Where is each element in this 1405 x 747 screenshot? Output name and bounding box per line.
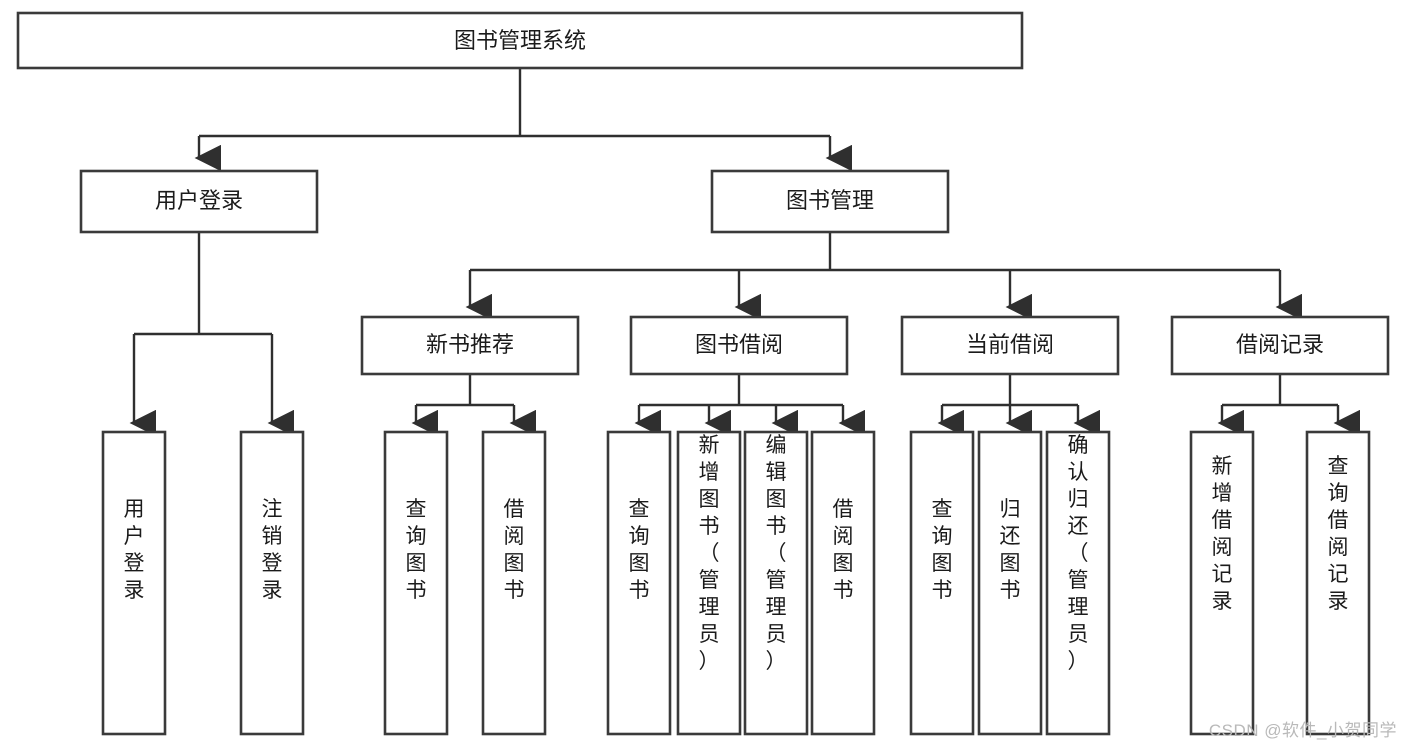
node-root[interactable]: 图书管理系统 (16, 11, 1024, 70)
node-leaf11-label: 确认归还（管理员） (1068, 434, 1089, 673)
node-records-box[interactable] (1170, 315, 1390, 376)
node-leaf13-label: 查询借阅记录 (1328, 455, 1349, 613)
node-records[interactable]: 借阅记录 (1170, 315, 1390, 376)
node-root-box[interactable] (16, 11, 1024, 70)
node-newbook-box[interactable] (360, 315, 580, 376)
node-bookmgmt[interactable]: 图书管理 (710, 169, 950, 234)
node-newbook-label: 新书推荐 (426, 332, 514, 357)
connector-group (129, 68, 1360, 437)
node-bookmgmt-label: 图书管理 (786, 188, 874, 213)
node-leaf3[interactable]: 查询图书 (383, 430, 449, 736)
node-leaf11[interactable]: 确认归还（管理员） (1045, 430, 1111, 736)
node-leaf5[interactable]: 查询图书 (606, 430, 672, 736)
node-leaf8[interactable]: 借阅图书 (810, 430, 876, 736)
node-leaf7-box[interactable] (743, 430, 809, 736)
node-leaf8-box[interactable] (810, 430, 876, 736)
node-leaf9[interactable]: 查询图书 (909, 430, 975, 736)
node-leaf1-label: 用户登录 (124, 498, 145, 602)
node-login-label: 用户登录 (155, 188, 243, 213)
node-leaf10-label: 归还图书 (1000, 498, 1021, 602)
node-leaf10[interactable]: 归还图书 (977, 430, 1043, 736)
node-borrow[interactable]: 图书借阅 (629, 315, 849, 376)
node-current-label: 当前借阅 (966, 332, 1054, 357)
node-root-label: 图书管理系统 (454, 28, 586, 53)
node-bookmgmt-box[interactable] (710, 169, 950, 234)
node-leaf1[interactable]: 用户登录 (101, 430, 167, 736)
node-leaf9-label: 查询图书 (932, 498, 953, 602)
node-leaf5-label: 查询图书 (629, 498, 650, 602)
node-leaf6[interactable]: 新增图书（管理员） (676, 430, 742, 736)
node-leaf7[interactable]: 编辑图书（管理员） (743, 430, 809, 736)
node-leaf13-box[interactable] (1305, 430, 1371, 736)
node-leaf1-box[interactable] (101, 430, 167, 736)
node-current-box[interactable] (900, 315, 1120, 376)
node-leaf2-label: 注销登录 (262, 498, 283, 602)
node-leaf7-label: 编辑图书（管理员） (766, 434, 787, 673)
node-borrow-box[interactable] (629, 315, 849, 376)
node-leaf4[interactable]: 借阅图书 (481, 430, 547, 736)
node-leaf9-box[interactable] (909, 430, 975, 736)
node-leaf12[interactable]: 新增借阅记录 (1189, 430, 1255, 736)
node-borrow-label: 图书借阅 (695, 332, 783, 357)
node-leaf4-box[interactable] (481, 430, 547, 736)
node-leaf3-label: 查询图书 (406, 498, 427, 602)
leaf-nodes: 用户登录 注销登录 查询图书 借阅图书 查询图书 新增图书（管理员） (101, 430, 1371, 736)
node-login[interactable]: 用户登录 (79, 169, 319, 234)
node-leaf13[interactable]: 查询借阅记录 (1305, 430, 1371, 736)
node-leaf10-box[interactable] (977, 430, 1043, 736)
node-leaf12-label: 新增借阅记录 (1212, 455, 1233, 613)
node-current[interactable]: 当前借阅 (900, 315, 1120, 376)
node-leaf4-label: 借阅图书 (504, 498, 525, 602)
node-leaf6-box[interactable] (676, 430, 742, 736)
node-leaf5-box[interactable] (606, 430, 672, 736)
node-leaf8-label: 借阅图书 (833, 498, 854, 602)
node-leaf12-box[interactable] (1189, 430, 1255, 736)
node-leaf3-box[interactable] (383, 430, 449, 736)
node-newbook[interactable]: 新书推荐 (360, 315, 580, 376)
csdn-watermark: CSDN @软件_小贺同学 (1208, 721, 1397, 740)
node-leaf6-label: 新增图书（管理员） (699, 434, 720, 673)
node-leaf2-box[interactable] (239, 430, 305, 736)
node-leaf2[interactable]: 注销登录 (239, 430, 305, 736)
node-login-box[interactable] (79, 169, 319, 234)
node-leaf11-box[interactable] (1045, 430, 1111, 736)
node-records-label: 借阅记录 (1236, 332, 1324, 357)
